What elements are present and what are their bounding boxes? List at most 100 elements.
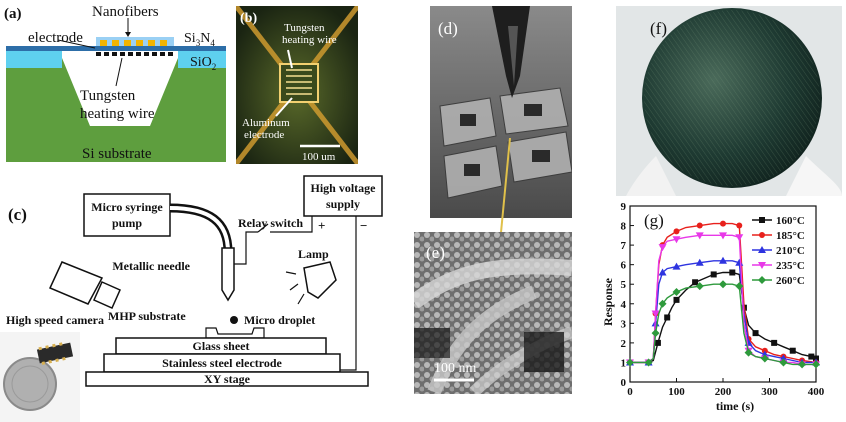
wire-positive (270, 216, 313, 233)
hv-plus-label: + (318, 218, 325, 233)
panel-b-micrograph: (b) Tungsten heating wire Aluminum elect… (236, 6, 358, 164)
panel-g-letter: (g) (644, 211, 664, 230)
panel-a: (a) Nanofibers electrode Si3N4 SiO2 Tung… (0, 0, 232, 172)
legend-label: 210°C (776, 245, 805, 257)
panel-d-letter: (d) (438, 19, 458, 38)
y-tick-label: 1 (621, 357, 627, 369)
data-point (719, 232, 727, 240)
legend-label: 160°C (776, 215, 805, 227)
legend-item: 185°C (752, 230, 805, 242)
panel-d: (d) (430, 6, 572, 218)
electrode-label: electrode (28, 30, 83, 46)
chart-legend: 160°C 185°C 210°C 235°C 260°C (752, 215, 805, 287)
substrate-label: Si substrate (82, 146, 152, 162)
sio2-right (178, 50, 226, 68)
syringe-pump-box (83, 193, 171, 237)
data-point (695, 282, 704, 291)
panel-c-letter: (c) (8, 205, 27, 224)
relay-switch-label: Relay switch (238, 216, 303, 230)
nanofiber-layer (96, 37, 174, 46)
data-point (710, 271, 717, 278)
tungsten-label-2: heating wire (80, 106, 155, 122)
data-point (695, 232, 704, 240)
panel-a-letter: (a) (4, 6, 22, 22)
x-tick-label: 0 (627, 386, 633, 398)
steel-label: Stainless steel electrode (162, 356, 282, 370)
tungsten-wire-dots (96, 52, 173, 56)
x-axis-label: time (s) (716, 399, 754, 413)
electrode-leader (57, 39, 96, 49)
data-point (651, 329, 660, 338)
data-point (692, 279, 699, 286)
lamp-label: Lamp (298, 247, 329, 261)
sio2-left (6, 50, 62, 68)
data-point (758, 246, 766, 253)
panel-f-letter: (f) (650, 19, 667, 38)
syringe-pump-label-2: pump (112, 216, 142, 230)
data-point (664, 314, 671, 321)
data-point (696, 222, 703, 229)
series-260°C (626, 280, 820, 369)
panel-c: (c) Micro syringe pump Metallic needle H… (0, 172, 392, 422)
data-point (719, 280, 727, 289)
y-tick-label: 5 (621, 279, 627, 291)
data-point (651, 310, 660, 318)
lamp-rays (285, 271, 305, 305)
panel-b-aluminum-1: Aluminum (242, 117, 290, 129)
panel-a-schematic: (a) Nanofibers electrode Si3N4 SiO2 Tung… (4, 4, 226, 162)
data-point (752, 330, 759, 337)
chart-series (626, 220, 820, 369)
data-point (735, 282, 744, 291)
data-point (760, 354, 769, 363)
data-point (736, 222, 743, 229)
y-axis-label: Response (601, 277, 615, 326)
y-tick-label: 9 (621, 201, 627, 213)
panel-d-micrograph: (d) (430, 6, 572, 218)
camera-icon (48, 261, 121, 309)
mhp-label: MHP substrate (108, 309, 186, 323)
mhp-substrate (205, 327, 265, 339)
droplet-label: Micro droplet (244, 313, 315, 327)
data-point (658, 268, 667, 276)
legend-label: 235°C (776, 260, 805, 272)
panel-c-setup-schematic: (c) Micro syringe pump Metallic needle H… (0, 175, 383, 422)
legend-item: 260°C (752, 275, 805, 287)
y-tick-label: 6 (621, 260, 627, 272)
data-point (759, 217, 765, 223)
electrode-pads (100, 40, 167, 46)
panel-b-tungsten-2: heating wire (282, 34, 337, 46)
hv-supply-box (303, 175, 383, 217)
data-point (735, 234, 744, 242)
panel-e: 100 nm (e) (414, 232, 572, 394)
data-point (719, 256, 727, 264)
x-tick-label: 400 (808, 386, 825, 398)
data-point (779, 358, 788, 367)
data-point (626, 358, 634, 367)
data-point (808, 353, 815, 360)
tungsten-leader (115, 57, 123, 87)
data-point (798, 360, 807, 369)
data-point (658, 299, 667, 308)
panel-f: (f) (616, 6, 842, 196)
si-substrate (6, 58, 226, 162)
tungsten-label-1: Tungsten (80, 88, 136, 104)
panel-b-letter: (b) (240, 11, 257, 26)
data-point (729, 269, 736, 276)
data-point (673, 296, 680, 303)
camera-label: High speed camera (6, 313, 104, 327)
y-tick-label: 8 (621, 221, 627, 233)
x-tick-label: 300 (761, 386, 778, 398)
legend-item: 210°C (752, 245, 805, 257)
syringe-pump-label-1: Micro syringe (91, 200, 163, 214)
data-point (672, 288, 681, 297)
legend-label: 185°C (776, 230, 805, 242)
feed-tube (169, 203, 233, 290)
sio2-label: SiO2 (190, 55, 216, 72)
hv-minus-label: − (360, 218, 367, 233)
panel-e-letter: (e) (426, 243, 445, 262)
x-tick-label: 100 (668, 386, 685, 398)
glass-label: Glass sheet (193, 339, 250, 353)
y-tick-label: 0 (621, 377, 627, 389)
metallic-needle (221, 247, 235, 302)
